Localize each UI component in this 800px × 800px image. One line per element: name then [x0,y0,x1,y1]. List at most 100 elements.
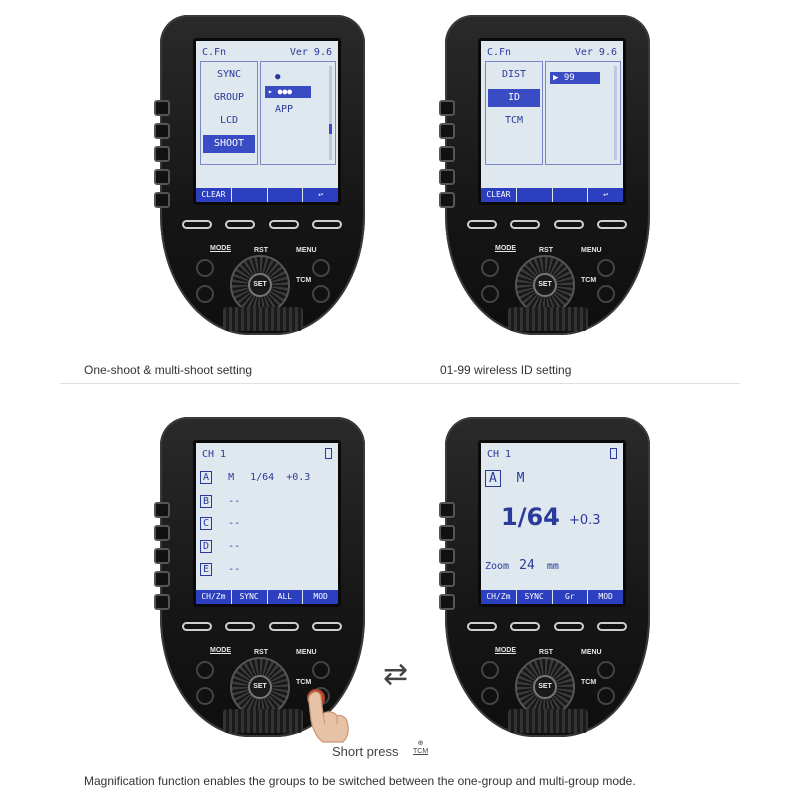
side-button[interactable] [154,146,170,162]
app-option[interactable]: APP [275,104,294,115]
tcm-button[interactable] [597,687,615,705]
flash-button[interactable] [481,687,499,705]
side-button[interactable] [154,192,170,208]
group-letter: E [200,563,213,576]
menu-button[interactable] [597,661,615,679]
zoom-unit: mm [546,561,559,572]
menu-item-dist[interactable]: DIST [501,69,527,80]
menu-button[interactable] [312,259,330,277]
soft-key-2[interactable] [510,622,541,631]
caption-top-left: One-shoot & multi-shoot setting [84,363,253,377]
flash-button[interactable] [196,687,214,705]
back-label: ↩ [603,190,609,199]
multi-shot-icon[interactable]: ▸ ●●● [265,86,311,98]
set-button[interactable]: SET [533,273,557,297]
mode-button[interactable] [196,661,214,679]
soft-keys [467,622,627,631]
set-button[interactable]: SET [248,273,272,297]
side-button[interactable] [154,594,170,610]
side-button[interactable] [439,502,455,518]
menu-label: MENU [581,649,602,656]
flash-button[interactable] [481,285,499,303]
group-row-e: E -- [200,563,241,576]
side-button[interactable] [439,192,455,208]
soft-key-bar: CLEAR ↩ [196,188,338,202]
soft-key-4[interactable] [596,220,627,229]
mode-label: MODE [210,245,231,252]
side-button[interactable] [439,548,455,564]
flash-button[interactable] [196,285,214,303]
hot-shoe-foot [223,307,303,331]
lcd-screen: C.Fn Ver 9.6 SYNC GROUP LCD SHOOT ● ▸ ●●… [193,38,341,205]
hot-shoe-foot [223,709,303,733]
group-letter: A [485,470,501,487]
soft-key-3[interactable] [553,622,584,631]
sub-options: ● ▸ ●●● APP [260,61,336,165]
group-letter: A [200,471,213,484]
screen-version: Ver 9.6 [289,47,332,58]
tcm-button[interactable] [312,285,330,303]
menu-label: MENU [296,247,317,254]
zoom-row: Zoom 24 mm [485,558,559,573]
clear-label: CLEAR [481,188,517,202]
side-button[interactable] [154,100,170,116]
mode-button[interactable] [481,661,499,679]
soft-keys [467,220,627,229]
menu-item-tcm[interactable]: TCM [504,115,524,126]
hot-shoe-foot [508,709,588,733]
tcm-button[interactable] [597,285,615,303]
arrow-right-icon: ⇄ [383,657,409,692]
section-divider [60,383,740,384]
soft-key-2[interactable] [225,220,256,229]
soft-key-1[interactable] [467,622,497,631]
set-button[interactable]: SET [248,675,272,699]
soft-key-2[interactable] [510,220,541,229]
menu-button[interactable] [312,661,330,679]
soft-key-3[interactable] [268,220,299,229]
single-shot-icon[interactable]: ● [275,72,281,82]
side-button[interactable] [439,525,455,541]
comp-value: +0.3 [569,513,601,528]
menu-item-id[interactable]: ID [488,89,540,107]
side-button[interactable] [439,594,455,610]
group-mode: -- [228,496,241,507]
set-button[interactable]: SET [533,675,557,699]
screen-title: C.Fn [202,47,227,58]
mode-button[interactable] [196,259,214,277]
scrollbar [614,66,617,160]
side-button[interactable] [439,123,455,139]
soft-key-4[interactable] [311,622,342,631]
soft-key-1[interactable] [182,220,212,229]
soft-key-1[interactable] [182,622,212,631]
soft-key-3[interactable] [268,622,299,631]
mode-button[interactable] [481,259,499,277]
side-button[interactable] [439,571,455,587]
tcm-mini-label: TCM [413,748,429,755]
soft-key-3[interactable] [553,220,584,229]
soft-key-1[interactable] [467,220,497,229]
side-button[interactable] [439,100,455,116]
menu-item-group[interactable]: GROUP [213,92,245,103]
zoom-value: 24 [519,558,535,573]
menu-label: MENU [296,649,317,656]
id-value[interactable]: ▶ 99 [550,72,600,84]
group-mode: M [516,471,525,486]
menu-item-shoot[interactable]: SHOOT [203,135,255,153]
side-button[interactable] [154,123,170,139]
soft-key-4[interactable] [596,622,627,631]
side-button[interactable] [154,169,170,185]
side-button[interactable] [439,146,455,162]
menu-item-sync[interactable]: SYNC [216,69,242,80]
side-button[interactable] [439,169,455,185]
side-button[interactable] [154,548,170,564]
soft-key-2[interactable] [225,622,256,631]
mode-label: MODE [495,245,516,252]
zoom-label: Zoom [485,561,510,572]
side-button[interactable] [154,525,170,541]
menu-item-lcd[interactable]: LCD [219,115,239,126]
side-button[interactable] [154,571,170,587]
soft-key-4[interactable] [311,220,342,229]
group-mode: -- [228,564,241,575]
menu-button[interactable] [597,259,615,277]
side-button[interactable] [154,502,170,518]
